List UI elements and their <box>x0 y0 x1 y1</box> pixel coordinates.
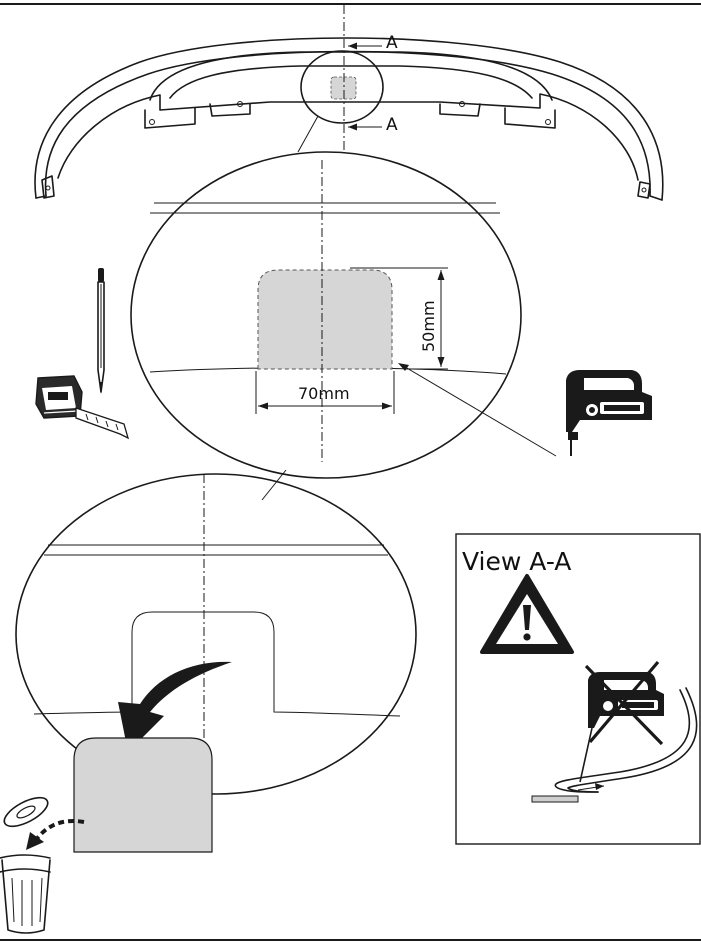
dimension-height <box>350 267 448 370</box>
cutout-area-70x50 <box>257 269 393 370</box>
section-label-top: A <box>386 33 398 53</box>
dimension-width <box>255 371 395 414</box>
detail-circle-large <box>130 151 522 479</box>
section-arrow-bottom <box>348 123 382 131</box>
trash-can-icon <box>0 796 51 934</box>
dimension-width-label: 70mm <box>298 384 350 403</box>
bumper-section-profile <box>531 687 698 803</box>
jigsaw-leader <box>398 363 557 457</box>
tape-measure-icon <box>35 375 130 440</box>
result-bumper-lines <box>33 544 401 717</box>
detail-leader-1 <box>297 115 319 153</box>
view-aa-title: View A-A <box>462 547 571 576</box>
removed-cutout-piece <box>73 737 213 853</box>
detail-leader-2 <box>261 469 287 501</box>
curved-arrow-icon <box>118 661 232 752</box>
section-leader <box>577 783 605 791</box>
detail-circle-small <box>300 50 384 124</box>
crossed-jigsaw-icon <box>579 660 664 783</box>
bumper-outline <box>34 37 664 201</box>
bumper-cutout-marker <box>330 76 357 100</box>
detail-circle-result <box>15 473 417 795</box>
warning-icon <box>480 574 574 654</box>
dimension-height-label: 50mm <box>419 300 438 352</box>
section-label-bottom: A <box>386 115 398 135</box>
to-bin-arrow <box>26 819 85 850</box>
pencil-icon <box>97 268 105 394</box>
jigsaw-icon <box>566 370 652 456</box>
section-arrow-top <box>348 42 382 50</box>
